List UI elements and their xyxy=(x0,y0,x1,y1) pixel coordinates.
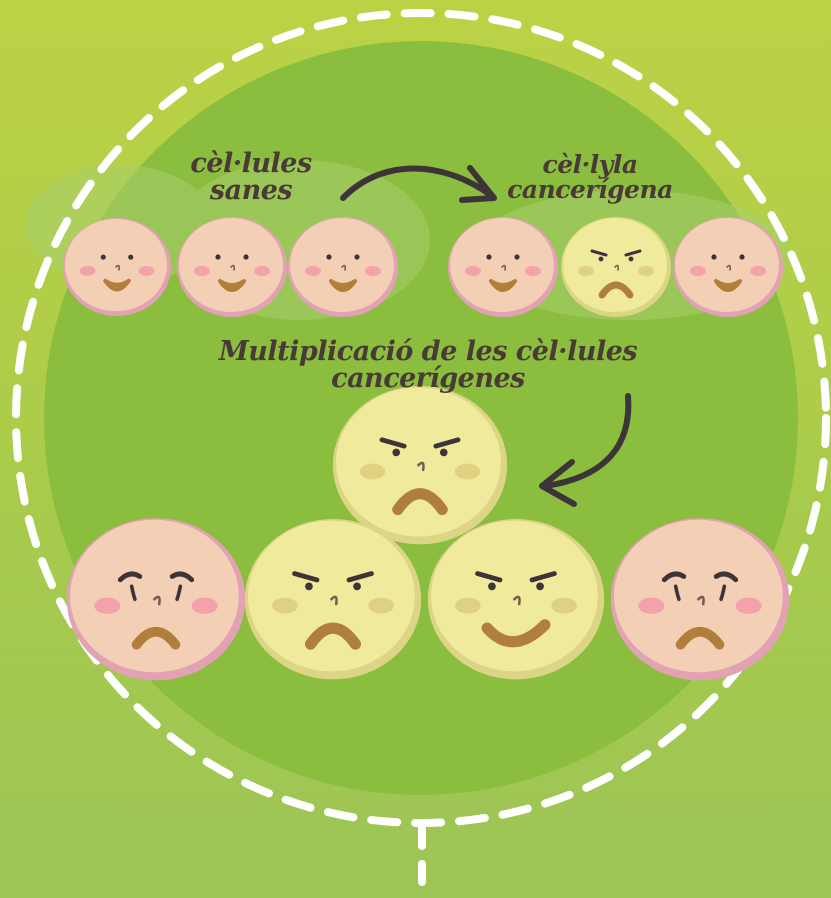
label-healthy-line-1: cèl·lules xyxy=(176,150,326,177)
healthy-cell-smile xyxy=(673,217,783,317)
healthy-cell-smile xyxy=(177,217,287,317)
cancer-cell-smirk xyxy=(428,519,604,679)
label-cancer-line-1: cèl·lyla xyxy=(500,152,680,177)
healthy-cell-smile xyxy=(288,217,398,317)
cancer-cell-frown xyxy=(245,519,421,679)
healthy-cell-sad xyxy=(67,518,245,680)
label-healthy-line-2: sanes xyxy=(176,177,326,204)
label-multiplication: Multiplicació de les cèl·lules canceríge… xyxy=(118,338,738,392)
label-cancer-line-2: cancerígena xyxy=(500,177,680,202)
cancer-cell-frown xyxy=(561,217,671,317)
label-healthy-cells: cèl·lules sanes xyxy=(176,150,326,204)
healthy-cell-sad xyxy=(611,518,789,680)
healthy-cell-smile xyxy=(448,217,558,317)
label-cancer-cell: cèl·lyla cancerígena xyxy=(500,152,680,202)
cancer-cell-frown xyxy=(333,386,507,544)
healthy-cell-smile xyxy=(63,218,171,316)
